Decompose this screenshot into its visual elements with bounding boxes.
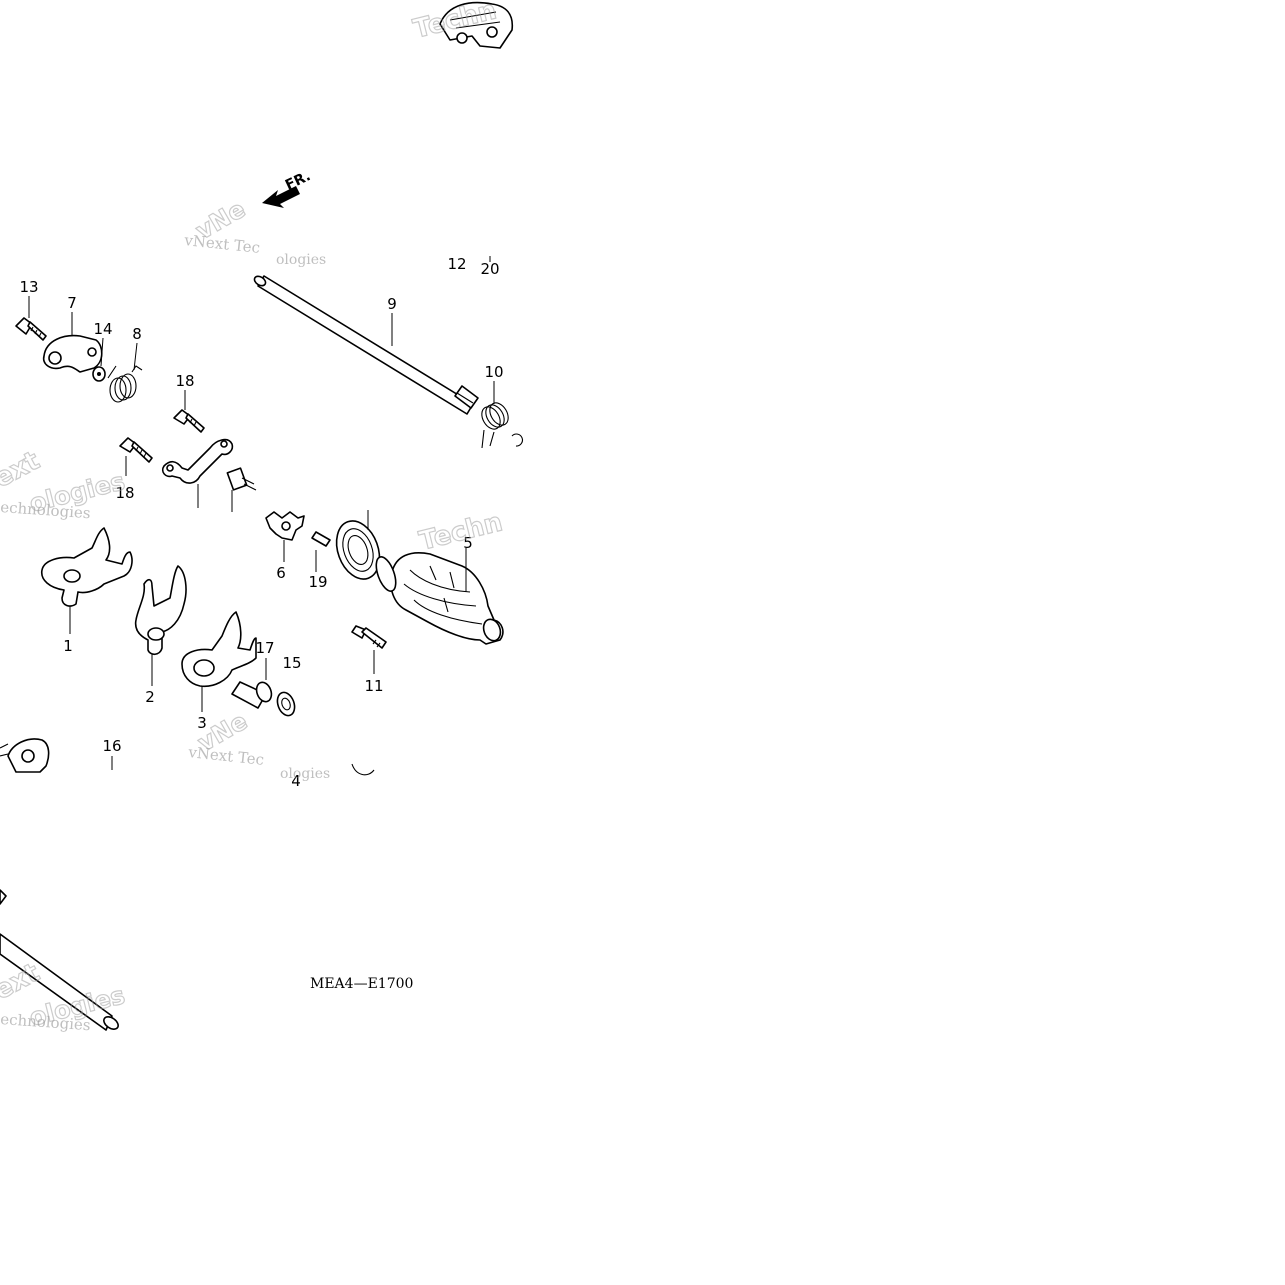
front-direction-arrow: FR. (262, 168, 313, 208)
part-8-spring (107, 365, 143, 403)
callout-16: 16 (102, 737, 121, 755)
watermarks: vNext Tec vNext Tec ologies ologies echn… (0, 0, 506, 1034)
callout-4: 4 (291, 772, 301, 790)
callout-5: 5 (463, 534, 473, 552)
part-lower-shaft (0, 889, 119, 1031)
callout-labels: 1 2 3 4 5 6 7 8 9 10 11 12 13 14 15 16 1… (19, 255, 503, 790)
callout-3: 3 (197, 714, 207, 732)
part-2-shift-fork (134, 565, 187, 686)
watermark-techn-mid: Techn (416, 507, 505, 557)
callout-1: 1 (63, 637, 73, 655)
part-18-bolt-lower (119, 437, 153, 463)
part-15-washer (276, 691, 296, 717)
watermark-ologies-lower: ologies (280, 766, 330, 782)
part-3-shift-fork (181, 611, 257, 712)
part-7-stopper-arm (42, 334, 103, 373)
callout-17: 17 (255, 639, 274, 657)
part-10-spring (481, 402, 523, 449)
callout-13: 13 (19, 278, 38, 296)
callout-7: 7 (67, 294, 77, 312)
part-17-collar (231, 658, 273, 709)
part-14-washer (92, 366, 106, 382)
part-11-pin (351, 625, 387, 674)
part-1-shift-fork (40, 527, 133, 634)
part-18-bolt-upper (173, 409, 205, 433)
part-bearing (335, 510, 381, 580)
part-5-shift-drum (375, 548, 504, 645)
callout-11: 11 (364, 677, 383, 695)
callout-6: 6 (276, 564, 286, 582)
watermark-vnext-lower: vNext Tec (187, 743, 265, 769)
direction-label: FR. (283, 168, 313, 193)
part-4-partial (351, 763, 375, 776)
part-bottom-left-assembly (0, 738, 50, 773)
part-13-bolt (15, 317, 47, 341)
callout-18-lower: 18 (115, 484, 134, 502)
callout-9: 9 (387, 295, 397, 313)
callout-8: 8 (132, 325, 142, 343)
callout-19: 19 (308, 573, 327, 591)
callout-10: 10 (484, 363, 503, 381)
callout-12: 12 (447, 255, 466, 273)
callout-2: 2 (145, 688, 155, 706)
part-9-shift-shaft (253, 275, 479, 415)
callout-14: 14 (93, 320, 112, 338)
watermark-ologies-upper: ologies (276, 252, 326, 268)
diagram-code: MEA4—E1700 (310, 976, 413, 992)
callout-18-upper: 18 (175, 372, 194, 390)
part-stud-bolt (226, 467, 257, 491)
callout-15: 15 (282, 654, 301, 672)
part-guide-plate (161, 438, 234, 484)
part-top-right-assembly (439, 1, 514, 49)
part-19-dowel-pin (311, 531, 331, 572)
part-6-cam-plate (265, 511, 305, 562)
callout-leaders (28, 256, 495, 512)
callout-20: 20 (480, 260, 499, 278)
